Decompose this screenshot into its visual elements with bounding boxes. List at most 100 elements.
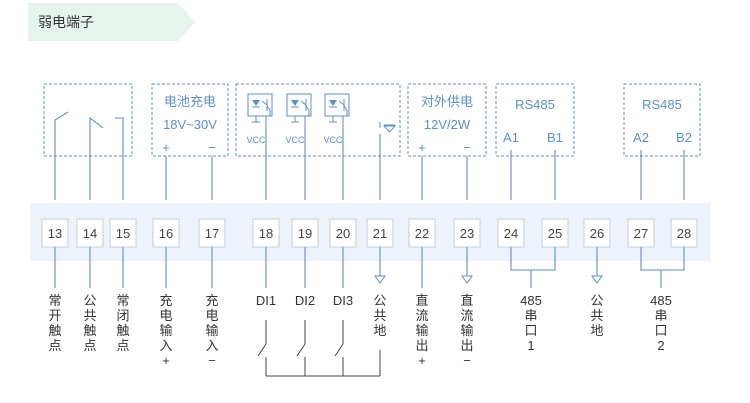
di-switch-wiring (257, 320, 381, 377)
terminal-number: 16 (159, 226, 173, 241)
description-line: 流 (415, 308, 428, 323)
description-line: 共 (83, 308, 96, 323)
ground-icon (379, 122, 397, 133)
terminal-number: 18 (259, 226, 273, 241)
description-line: 输 (415, 323, 428, 338)
description-line: 常 (116, 293, 129, 308)
relay-contact-symbol (54, 111, 124, 200)
rs485-2-group-box (623, 83, 701, 157)
terminal-number: 15 (116, 226, 130, 241)
description-line: 地 (590, 323, 603, 338)
supply-voltage: 12V/2W (424, 117, 471, 132)
description-line: − (463, 353, 471, 368)
terminal-27: 27 (627, 218, 655, 248)
rs485-2-title: RS485 (642, 97, 682, 112)
terminal-15: 15 (109, 218, 137, 248)
description-line: 出 (460, 338, 473, 353)
description-line: 公 (373, 293, 386, 308)
description-line: 入 (159, 338, 172, 353)
terminal-box (152, 218, 180, 248)
description-line: 输 (159, 323, 172, 338)
terminal-box (109, 218, 137, 248)
vcc-label: VCC (323, 135, 343, 145)
description-line: 触 (116, 323, 129, 338)
terminal-22: 22 (408, 218, 436, 248)
terminal-description: DI2 (295, 293, 315, 308)
terminal-number: 24 (504, 226, 518, 241)
terminal-25: 25 (541, 218, 569, 248)
battery-title: 电池充电 (164, 94, 216, 109)
di-group-box (235, 83, 401, 157)
terminal-number: 17 (205, 226, 219, 241)
description-line: 开 (48, 308, 61, 323)
description-line: 共 (590, 308, 603, 323)
description-line: 点 (48, 338, 61, 353)
description-line: − (208, 353, 216, 368)
group-wires (165, 130, 685, 200)
battery-plus: + (162, 140, 170, 155)
optocoupler-icon: VCC (323, 93, 350, 145)
description-line: 口 (524, 323, 537, 338)
relay-group-box (43, 83, 133, 157)
battery-group-box (151, 83, 229, 157)
terminal-box (541, 218, 569, 248)
description-line: 入 (205, 338, 218, 353)
description-line: 触 (83, 323, 96, 338)
description-line: 触 (48, 323, 61, 338)
terminal-number: 21 (373, 226, 387, 241)
terminal-number: 13 (48, 226, 62, 241)
battery-minus: − (208, 140, 216, 155)
terminal-number: 19 (298, 226, 312, 241)
rs485-2-a: A2 (633, 130, 649, 145)
rs485-1-a: A1 (503, 130, 519, 145)
terminal-box (366, 218, 394, 248)
description-line: 点 (116, 338, 129, 353)
section-header: 弱电端子 (28, 3, 195, 41)
description-line: + (162, 353, 170, 368)
supply-title: 对外供电 (421, 94, 473, 109)
optocoupler-icon: VCC (246, 93, 273, 145)
description-line: 输 (205, 323, 218, 338)
ground-symbols (374, 275, 603, 284)
description-line: 公 (83, 293, 96, 308)
terminal-21: 21 (366, 218, 394, 248)
terminal-number: 22 (415, 226, 429, 241)
terminal-box (583, 218, 611, 248)
ground-icon (374, 275, 386, 284)
description-line: DI1 (256, 293, 276, 308)
terminal-13: 13 (41, 218, 69, 248)
terminal-box (252, 218, 280, 248)
terminal-number: 25 (548, 226, 562, 241)
description-line: 口 (654, 323, 667, 338)
description-line: 直 (415, 293, 428, 308)
description-line: 串 (524, 308, 537, 323)
terminal-box (329, 218, 357, 248)
description-line: DI2 (295, 293, 315, 308)
description-line: 充 (159, 293, 172, 308)
terminal-14: 14 (76, 218, 104, 248)
terminal-box (408, 218, 436, 248)
terminal-16: 16 (152, 218, 180, 248)
description-line: 输 (460, 323, 473, 338)
supply-plus: + (418, 140, 426, 155)
terminal-number: 26 (590, 226, 604, 241)
description-line: 电 (205, 308, 218, 323)
rs485-1-b: B1 (547, 130, 563, 145)
rs485-2-b: B2 (676, 130, 692, 145)
description-line: 电 (159, 308, 172, 323)
description-line: 485 (520, 293, 542, 308)
terminal-20: 20 (329, 218, 357, 248)
header-title: 弱电端子 (38, 14, 94, 30)
terminal-17: 17 (198, 218, 226, 248)
